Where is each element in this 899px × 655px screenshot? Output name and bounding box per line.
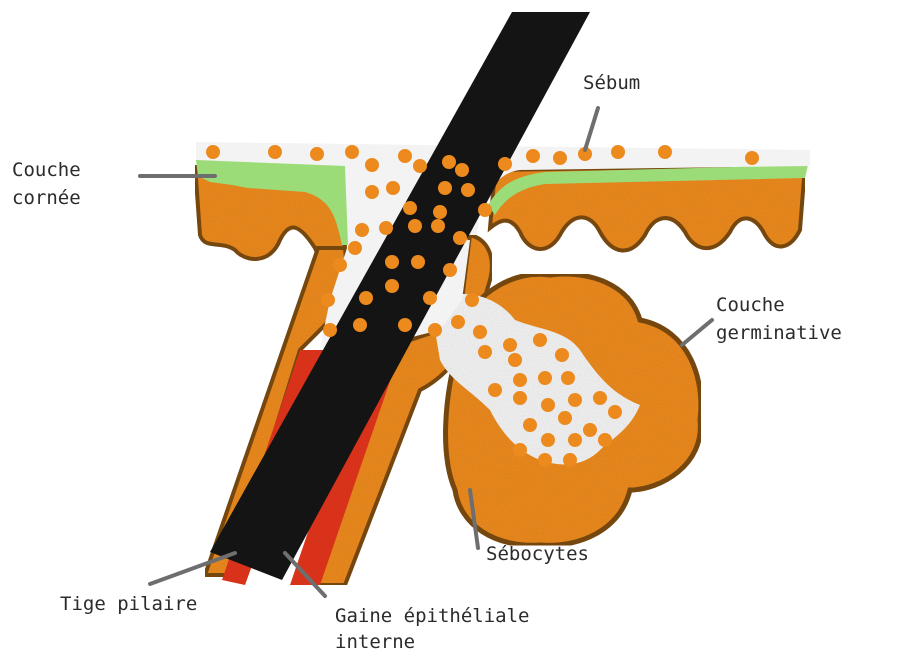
sebum-droplet-icon bbox=[538, 453, 552, 467]
sebum-droplet-icon bbox=[508, 353, 522, 367]
sebum-droplet-icon bbox=[611, 145, 625, 159]
sebum-droplet-icon bbox=[538, 371, 552, 385]
label-gaine-2: interne bbox=[335, 631, 415, 653]
sebum-droplet-icon bbox=[423, 291, 437, 305]
sebum-droplet-icon bbox=[555, 348, 569, 362]
label-couche-germinative-2: germinative bbox=[716, 322, 842, 344]
sebum-droplet-icon bbox=[473, 325, 487, 339]
sebum-droplet-icon bbox=[478, 203, 492, 217]
sebum-droplet-icon bbox=[386, 181, 400, 195]
label-couche-cornee-2: cornée bbox=[12, 187, 81, 209]
sebum-droplet-icon bbox=[541, 433, 555, 447]
sebum-droplet-icon bbox=[541, 398, 555, 412]
sebum-droplet-icon bbox=[206, 145, 220, 159]
sebum-droplet-icon bbox=[451, 315, 465, 329]
sebum-droplet-icon bbox=[398, 318, 412, 332]
sebum-droplet-icon bbox=[455, 163, 469, 177]
sebum-droplet-icon bbox=[385, 255, 399, 269]
sebum-droplet-icon bbox=[321, 293, 335, 307]
sebum-droplet-icon bbox=[353, 318, 367, 332]
sebum-droplet-icon bbox=[359, 291, 373, 305]
sebum-droplet-icon bbox=[478, 345, 492, 359]
sebum-droplet-icon bbox=[348, 241, 362, 255]
sebum-droplet-icon bbox=[355, 223, 369, 237]
sebum-droplet-icon bbox=[558, 411, 572, 425]
sebum-droplet-icon bbox=[568, 393, 582, 407]
sebum-droplet-icon bbox=[593, 391, 607, 405]
sebum-droplet-icon bbox=[453, 231, 467, 245]
sebum-droplet-icon bbox=[442, 155, 456, 169]
sebum-droplet-icon bbox=[411, 255, 425, 269]
sebum-droplet-icon bbox=[310, 147, 324, 161]
sebum-droplet-icon bbox=[398, 149, 412, 163]
sebum-droplet-icon bbox=[438, 181, 452, 195]
sebum-droplet-icon bbox=[503, 338, 517, 352]
label-gaine-1: Gaine épithéliale bbox=[335, 605, 529, 627]
sebum-droplet-icon bbox=[461, 183, 475, 197]
sebum-droplet-icon bbox=[465, 293, 479, 307]
sebum-droplet-icon bbox=[513, 443, 527, 457]
sebum-droplet-icon bbox=[408, 219, 422, 233]
sebum-droplet-icon bbox=[488, 383, 502, 397]
sebum-droplet-icon bbox=[379, 221, 393, 235]
sebum-droplet-icon bbox=[745, 151, 759, 165]
label-sebocytes: Sébocytes bbox=[486, 543, 589, 565]
sebum-droplet-icon bbox=[513, 391, 527, 405]
label-sebum: Sébum bbox=[583, 72, 640, 94]
sebum-droplet-icon bbox=[583, 423, 597, 437]
sebum-droplet-icon bbox=[498, 157, 512, 171]
sebum-droplet-icon bbox=[323, 323, 337, 337]
sebum-droplet-icon bbox=[553, 151, 567, 165]
sebum-droplet-icon bbox=[608, 405, 622, 419]
sebum-droplet-icon bbox=[431, 219, 445, 233]
sebum-droplet-icon bbox=[428, 323, 442, 337]
leader-couche-germinative bbox=[682, 320, 712, 345]
sebum-droplet-icon bbox=[526, 149, 540, 163]
sebum-droplet-icon bbox=[433, 205, 447, 219]
label-couche-germinative-1: Couche bbox=[716, 294, 785, 316]
label-couche-cornee-1: Couche bbox=[12, 159, 81, 181]
sebum-droplet-icon bbox=[563, 453, 577, 467]
sebum-droplet-icon bbox=[413, 159, 427, 173]
sebum-droplet-icon bbox=[403, 201, 417, 215]
sebum-droplet-icon bbox=[513, 373, 527, 387]
sebum-droplet-icon bbox=[333, 258, 347, 272]
sebum-droplet-icon bbox=[561, 371, 575, 385]
sebum-droplet-icon bbox=[658, 145, 672, 159]
sebum-droplet-icon bbox=[568, 433, 582, 447]
sebum-droplet-icon bbox=[345, 145, 359, 159]
sebum-droplet-icon bbox=[365, 185, 379, 199]
sebum-droplet-icon bbox=[365, 158, 379, 172]
sebum-droplet-icon bbox=[268, 145, 282, 159]
leader-sebum bbox=[585, 108, 598, 150]
sebum-droplet-icon bbox=[523, 418, 537, 432]
sebum-droplet-icon bbox=[385, 279, 399, 293]
sebum-droplet-icon bbox=[533, 333, 547, 347]
sebum-droplet-icon bbox=[598, 433, 612, 447]
label-tige-pilaire: Tige pilaire bbox=[60, 593, 197, 615]
sebum-droplet-icon bbox=[443, 263, 457, 277]
